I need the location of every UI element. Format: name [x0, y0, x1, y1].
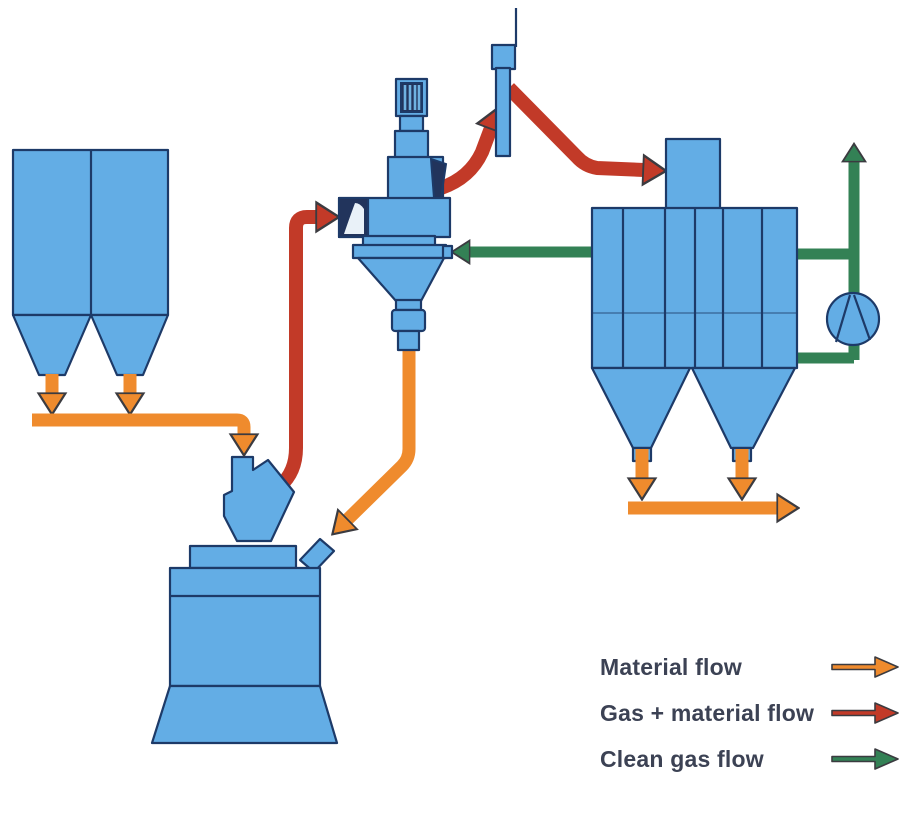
silo-hopper-right — [89, 313, 170, 377]
filter-hopper-left — [590, 366, 692, 450]
bag-filter — [590, 137, 799, 463]
mill-top-cover — [188, 544, 298, 570]
separator-flange — [351, 243, 448, 260]
duct-to-filter-arrow — [504, 83, 644, 170]
legend-item-clean-gas-flow: Clean gas flow — [600, 736, 900, 782]
feed-silos — [11, 148, 170, 377]
separator-shaft-neck — [398, 114, 425, 133]
legend-item-material-flow: Material flow — [600, 644, 900, 690]
legend-label-clean-gas-flow: Clean gas flow — [600, 745, 764, 772]
flap-valve-actuator — [490, 43, 517, 71]
feed-chute-elbow — [222, 455, 296, 543]
feed-flap-icon — [344, 203, 364, 234]
mill-base-skirt — [150, 684, 339, 745]
gas-material-flow-arrow-icon — [831, 702, 899, 724]
legend-label-gas-material-flow: Gas + material flow — [600, 699, 815, 726]
legend: Material flow Gas + material flow Clean … — [600, 644, 900, 782]
silo-hopper-left — [11, 313, 93, 377]
mill-body — [168, 566, 322, 688]
separator-cone — [356, 256, 446, 303]
separator-classifier — [337, 77, 454, 352]
clean-gas-flow-arrow-icon — [831, 748, 899, 770]
recirculation-nozzle — [441, 244, 454, 260]
fan-blades-icon — [834, 294, 872, 343]
filter-compartment-dividers — [621, 208, 764, 368]
motor-fin-stripes-icon — [403, 85, 421, 110]
filter-inlet-plenum — [664, 137, 722, 211]
separator-reject-arrow — [347, 349, 416, 520]
separator-outlet-arrow — [438, 128, 491, 195]
separator-shaft-collar — [393, 129, 430, 160]
legend-label-material-flow: Material flow — [600, 653, 742, 680]
filter-hopper-right — [690, 366, 797, 450]
separator-discharge-spout — [396, 329, 421, 352]
flap-valve-blade — [494, 66, 512, 158]
separator-discharge-valve — [390, 308, 427, 333]
mill-feed-chute — [222, 455, 296, 543]
mill-to-separator-riser-arrow — [275, 217, 317, 492]
exhaust-fan — [825, 291, 881, 347]
grinding-mill — [150, 537, 339, 745]
fan-body — [825, 291, 881, 347]
feed-transport-arrow — [32, 413, 244, 435]
material-flow-arrow-icon — [831, 656, 899, 678]
gas-material-circuit — [275, 83, 644, 492]
separator-cone-neck — [394, 298, 423, 312]
legend-item-gas-material-flow: Gas + material flow — [600, 690, 900, 736]
flap-valve — [490, 8, 518, 158]
